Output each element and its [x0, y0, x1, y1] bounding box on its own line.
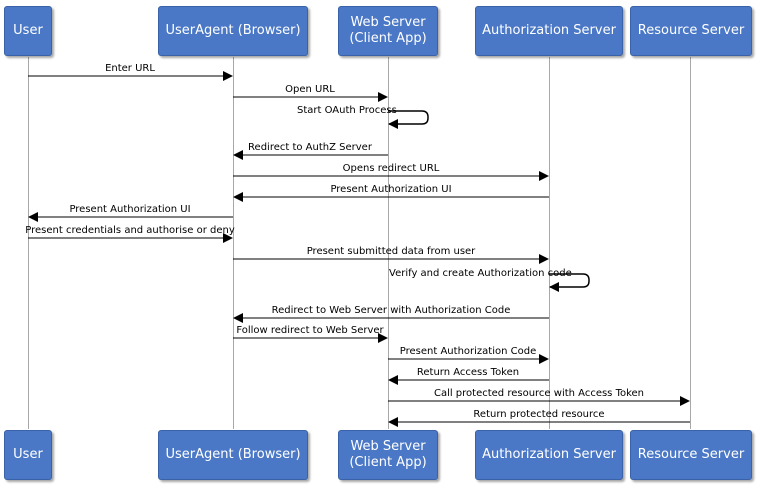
message-label-4: Redirect to AuthZ Server [248, 142, 372, 153]
message-label-3: Start OAuth Process [297, 105, 397, 116]
lifeline-agent [233, 57, 234, 429]
actor-agent-top: UserAgent (Browser) [158, 6, 308, 56]
actor-user-bottom: User [4, 430, 52, 480]
actor-web-bottom: Web Server (Client App) [338, 430, 438, 480]
lifeline-web [388, 57, 389, 429]
actor-resource-top: Resource Server [630, 6, 752, 56]
message-label-15: Call protected resource with Access Toke… [433, 388, 645, 399]
arrow-10 [549, 273, 590, 292]
lifeline-user [28, 57, 29, 429]
message-label-10: Verify and create Authorization code [389, 268, 572, 279]
actor-resource-bottom: Resource Server [630, 430, 752, 480]
message-label-8: Present credentials and authorise or den… [25, 225, 235, 236]
actor-authz-top: Authorization Server [475, 6, 623, 56]
message-label-6: Present Authorization UI [330, 184, 452, 195]
actor-agent-bottom: UserAgent (Browser) [158, 430, 308, 480]
actor-web-top: Web Server (Client App) [338, 6, 438, 56]
message-label-7: Present Authorization UI [69, 204, 191, 215]
lifeline-resource [690, 57, 691, 429]
message-label-16: Return protected resource [473, 409, 605, 420]
message-label-14: Return Access Token [416, 367, 520, 378]
message-label-12: Follow redirect to Web Server [236, 325, 384, 336]
actor-user-top: User [4, 6, 52, 56]
message-label-11: Redirect to Web Server with Authorizatio… [271, 305, 511, 316]
message-label-1: Enter URL [105, 63, 155, 74]
lifeline-authz [549, 57, 550, 429]
actor-authz-bottom: Authorization Server [475, 430, 623, 480]
arrow-3 [388, 110, 429, 129]
message-label-13: Present Authorization Code [399, 346, 537, 357]
message-label-9: Present submitted data from user [306, 246, 476, 257]
message-label-5: Opens redirect URL [342, 163, 440, 174]
message-label-2: Open URL [285, 84, 335, 95]
